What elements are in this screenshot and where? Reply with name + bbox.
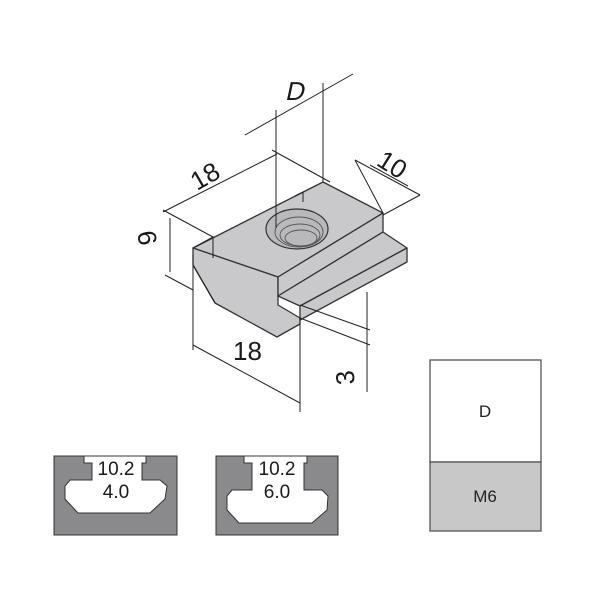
profile-2-slot-width: 10.2 bbox=[259, 459, 296, 480]
profile-slot-6: 10.2 6.0 bbox=[215, 455, 339, 536]
profile-1-slot-width: 10.2 bbox=[98, 459, 135, 480]
dim-width-label: 10 bbox=[372, 144, 412, 185]
nut-chamfer-edge bbox=[192, 264, 216, 304]
dim-height-label: 9 bbox=[131, 228, 163, 247]
dim-top-length-label: 18 bbox=[185, 156, 225, 196]
dimension-lines bbox=[162, 73, 421, 412]
profile-1-depth: 4.0 bbox=[103, 482, 129, 503]
dim-bottom-length-label: 18 bbox=[233, 336, 262, 366]
table-value-m6: M6 bbox=[473, 487, 497, 506]
t-nut-illustration bbox=[192, 181, 408, 338]
size-table: D M6 bbox=[429, 359, 542, 532]
dim-flange-label: 3 bbox=[330, 369, 361, 386]
profile-2-depth: 6.0 bbox=[264, 482, 290, 503]
table-header-d: D bbox=[479, 402, 491, 421]
nut-flange-side bbox=[299, 247, 408, 321]
profile-slot-4: 10.2 4.0 bbox=[53, 455, 178, 536]
nut-back-notch bbox=[294, 191, 304, 202]
